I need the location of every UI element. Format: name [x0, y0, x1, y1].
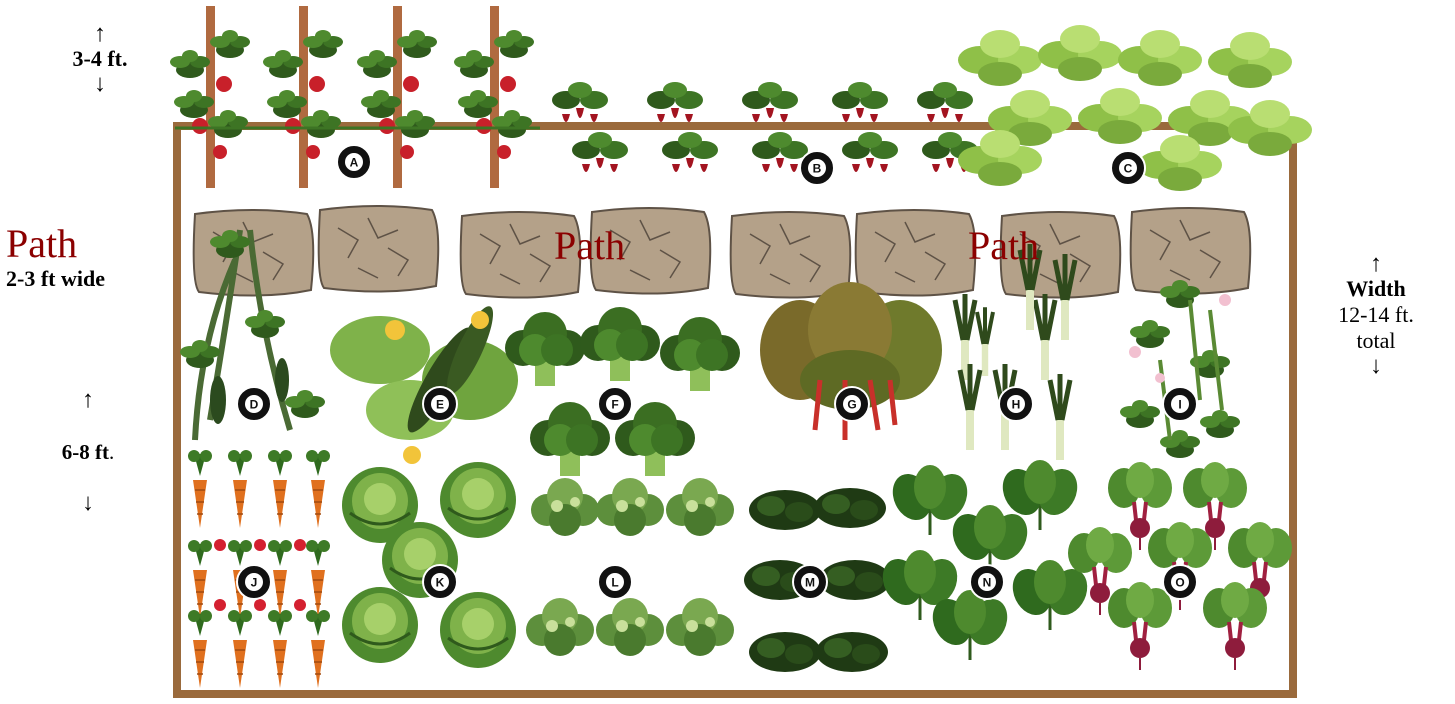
pole-bean-icon [1120, 280, 1240, 458]
bush-bean-icon [958, 25, 1312, 191]
zucchini-icon [330, 301, 518, 464]
lettuce-icon [744, 488, 891, 672]
parsley-icon [526, 478, 734, 656]
swiss-chard-icon [760, 282, 942, 440]
tomato-icon [170, 6, 540, 188]
beet-icon [1068, 462, 1292, 670]
path-center-label: Path [554, 224, 625, 268]
broccoli-icon [505, 307, 740, 476]
path-right-label: Path [968, 224, 1039, 268]
spinach-icon [876, 460, 1095, 660]
cabbage-icon [342, 462, 516, 668]
stepping-stone-path [194, 206, 1251, 298]
carrot-radish-icon [188, 450, 330, 688]
